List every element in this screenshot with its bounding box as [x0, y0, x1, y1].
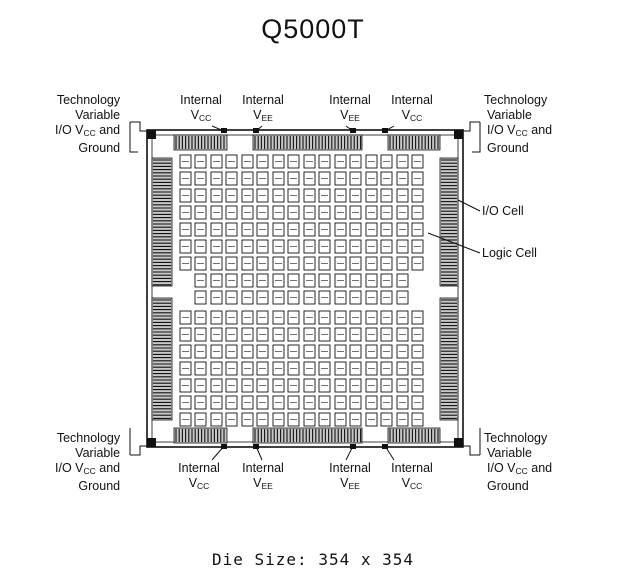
internal-text: Internal: [391, 461, 433, 475]
cc-sub: CC: [199, 113, 212, 123]
tech-text: Technology: [56, 93, 121, 107]
logic-cell-label: Logic Cell: [482, 246, 537, 260]
tech-text: Variable: [487, 108, 532, 122]
tech-text: and: [95, 461, 121, 475]
internal-vee-top-left: Internal VEE: [235, 93, 291, 126]
tech-sub: CC: [515, 466, 528, 476]
die-size-caption: Die Size: 354 x 354: [211, 550, 415, 569]
leader-line: [211, 125, 225, 132]
internal-vcc-bottom-right: Internal VCC: [384, 461, 440, 494]
tech-sub: CC: [515, 128, 528, 138]
v-text: V: [401, 108, 411, 122]
diagram-title: Q5000T: [261, 14, 365, 44]
io-pad-strip: [387, 427, 441, 444]
io-pad-strip: [252, 134, 363, 151]
tech-text: Variable: [487, 446, 532, 460]
io-pad-strip: [439, 157, 459, 287]
tech-text: Ground: [487, 141, 529, 155]
tech-text: and: [95, 123, 121, 137]
tech-label-top-left: Technology Variable I/O VCC and Ground: [55, 93, 120, 156]
leader-line: [384, 125, 395, 132]
leader-line: [211, 445, 225, 461]
ee-sub: EE: [261, 113, 273, 123]
internal-vee-bottom-left: Internal VEE: [235, 461, 291, 494]
logic-cell-grid: [179, 154, 424, 427]
tech-text: Technology: [56, 431, 121, 445]
tech-sub: CC: [83, 466, 96, 476]
io-pad-strip: [173, 134, 228, 151]
leader-line: [255, 125, 263, 132]
tech-sub: CC: [83, 128, 96, 138]
tech-text: I/O V: [55, 461, 84, 475]
tech-text: I/O V: [487, 123, 516, 137]
tech-text: I/O V: [55, 123, 84, 137]
corner-pad: [147, 130, 156, 139]
leader-line: [462, 121, 480, 132]
io-pad-strip: [173, 427, 228, 444]
internal-vee-top-right: Internal VEE: [322, 93, 378, 126]
io-pad-strips: [151, 134, 459, 444]
internal-text: Internal: [329, 461, 371, 475]
v-text: V: [340, 476, 349, 490]
cc-sub: CC: [410, 481, 423, 491]
tech-label-top-right: Technology Variable I/O VCC and Ground: [484, 93, 552, 156]
leader-line: [457, 199, 481, 212]
leader-line: [472, 122, 481, 153]
v-text: V: [253, 476, 262, 490]
tech-text: Technology: [484, 93, 548, 107]
internal-vcc-top-left: Internal VCC: [173, 93, 229, 126]
leader-line: [255, 445, 263, 461]
leader-line: [130, 445, 148, 456]
corner-pad: [147, 438, 156, 447]
ee-sub: EE: [261, 481, 273, 491]
ee-sub: EE: [348, 113, 360, 123]
io-pad-strip: [387, 134, 441, 151]
tech-label-bottom-right: Technology Variable I/O VCC and Ground: [484, 431, 552, 494]
io-pad-strip: [252, 427, 363, 444]
io-cell-label: I/O Cell: [482, 204, 524, 218]
leader-line: [427, 232, 481, 254]
tech-text: Ground: [78, 479, 121, 493]
tech-text: Ground: [78, 141, 121, 155]
corner-pad: [454, 438, 463, 447]
tech-text: Ground: [487, 479, 529, 493]
tech-text: Variable: [75, 108, 121, 122]
internal-text: Internal: [180, 93, 222, 107]
tech-label-bottom-left: Technology Variable I/O VCC and Ground: [55, 431, 120, 494]
io-pad-strip: [151, 157, 173, 287]
leader-line: [345, 125, 354, 132]
tech-text: Variable: [75, 446, 121, 460]
internal-text: Internal: [242, 461, 284, 475]
v-text: V: [188, 476, 198, 490]
cc-sub: CC: [197, 481, 210, 491]
leader-line: [130, 121, 148, 132]
internal-text: Internal: [242, 93, 284, 107]
internal-text: Internal: [178, 461, 220, 475]
v-text: V: [401, 476, 411, 490]
leader-line: [462, 445, 480, 456]
internal-vcc-bottom-left: Internal VCC: [171, 461, 227, 494]
v-text: V: [253, 108, 262, 122]
leader-line: [384, 445, 395, 461]
tech-text: I/O V: [487, 461, 516, 475]
tech-text: and: [527, 123, 553, 137]
cc-sub: CC: [410, 113, 423, 123]
tech-text: Technology: [484, 431, 548, 445]
ee-sub: EE: [348, 481, 360, 491]
leader-line: [345, 445, 354, 461]
internal-text: Internal: [391, 93, 433, 107]
internal-vee-bottom-right: Internal VEE: [322, 461, 378, 494]
v-text: V: [340, 108, 349, 122]
leader-lines: [129, 121, 481, 461]
tech-text: and: [527, 461, 553, 475]
internal-vcc-top-right: Internal VCC: [384, 93, 440, 126]
leader-line: [129, 122, 138, 153]
v-text: V: [190, 108, 200, 122]
internal-text: Internal: [329, 93, 371, 107]
corner-pad: [454, 130, 463, 139]
